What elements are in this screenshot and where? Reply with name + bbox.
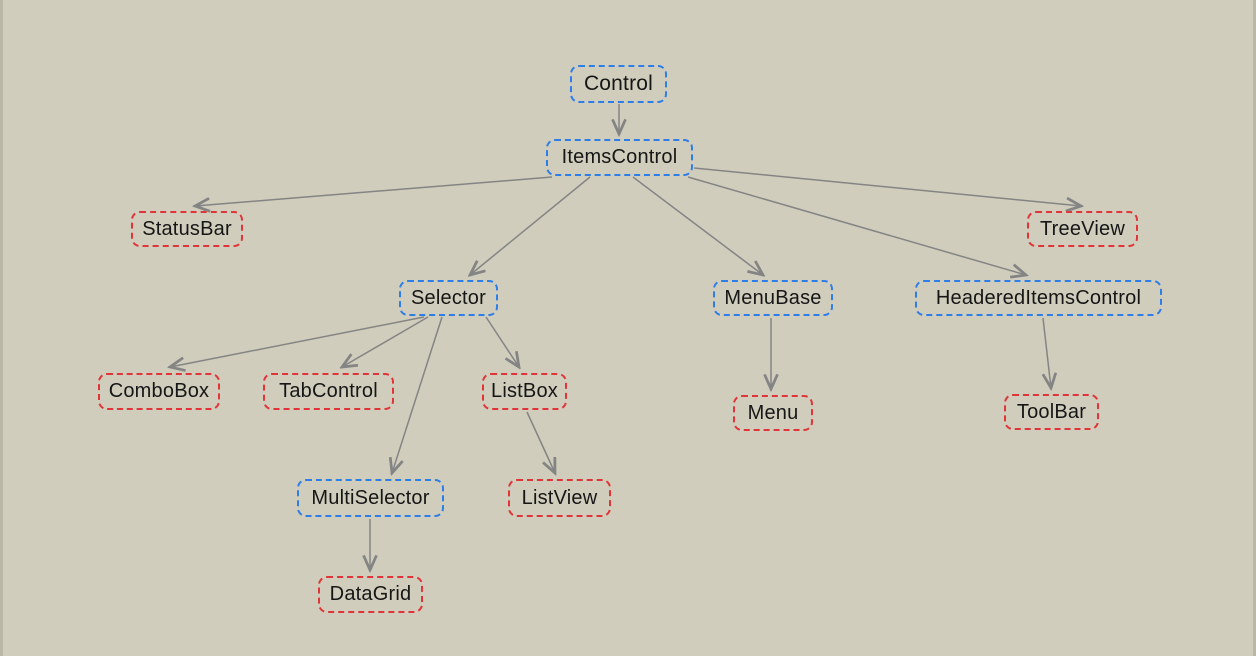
node-multiselector: MultiSelector — [297, 479, 444, 517]
node-datagrid: DataGrid — [318, 576, 423, 613]
arrow-selector-combobox — [170, 316, 425, 367]
arrow-listbox-listview — [526, 411, 555, 473]
left-edge-shading — [0, 0, 3, 656]
node-control: Control — [570, 65, 667, 103]
arrow-headereditemscontrol-toolbar — [1043, 317, 1051, 388]
right-edge-shading — [1253, 0, 1256, 656]
node-menu: Menu — [733, 395, 813, 431]
node-toolbar: ToolBar — [1004, 394, 1099, 430]
arrow-itemscontrol-statusbar — [195, 176, 553, 206]
node-statusbar: StatusBar — [131, 211, 243, 247]
arrow-selector-listbox — [485, 316, 519, 367]
arrow-itemscontrol-selector — [470, 176, 591, 275]
node-selector: Selector — [399, 280, 498, 316]
arrow-itemscontrol-headereditemscontrol — [687, 176, 1026, 275]
node-itemscontrol: ItemsControl — [546, 139, 693, 176]
arrow-selector-multiselector — [392, 316, 443, 473]
arrow-itemscontrol-menubase — [632, 176, 763, 275]
node-listview: ListView — [508, 479, 611, 517]
node-treeview: TreeView — [1027, 211, 1138, 247]
arrow-itemscontrol-treeview — [693, 167, 1081, 206]
node-combobox: ComboBox — [98, 373, 220, 410]
node-listbox: ListBox — [482, 373, 567, 410]
node-tabcontrol: TabControl — [263, 373, 394, 410]
arrow-selector-tabcontrol — [342, 316, 429, 367]
node-menubase: MenuBase — [713, 280, 833, 316]
node-headereditemscontrol: HeaderedItemsControl — [915, 280, 1162, 316]
